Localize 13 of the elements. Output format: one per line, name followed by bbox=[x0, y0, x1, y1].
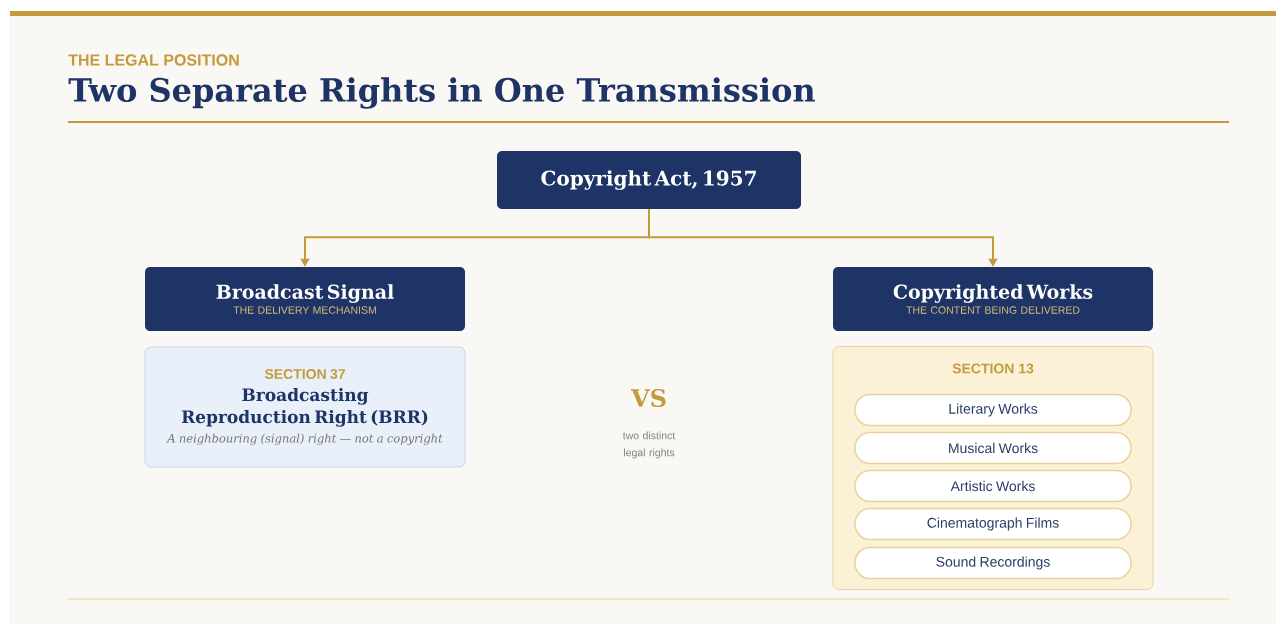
category-pill: Literary Works bbox=[854, 393, 1132, 427]
category-pill: Musical Works bbox=[854, 431, 1132, 465]
section-panel: SECTION 37 Broadcasting Reproduction Right (BRR) A neighbouring (signal) right — not a copyright bbox=[144, 346, 466, 468]
category-box: Copyrighted Works THE CONTENT BEING DELIVERED bbox=[833, 267, 1153, 331]
category-pill: Cinematograph Films bbox=[854, 507, 1132, 541]
category-pill: Artistic Works bbox=[854, 469, 1132, 503]
category-pill: Sound Recordings bbox=[854, 546, 1132, 580]
vs-label: VS bbox=[630, 388, 666, 408]
note: two distinct legal rights bbox=[622, 431, 676, 459]
process-box: Copyright Act, 1957 bbox=[497, 151, 801, 209]
title: Two Separate Rights in One Transmission bbox=[68, 77, 815, 109]
eyebrow-label: THE LEGAL POSITION bbox=[68, 54, 239, 66]
category-box: Broadcast Signal THE DELIVERY MECHANISM bbox=[145, 267, 465, 331]
